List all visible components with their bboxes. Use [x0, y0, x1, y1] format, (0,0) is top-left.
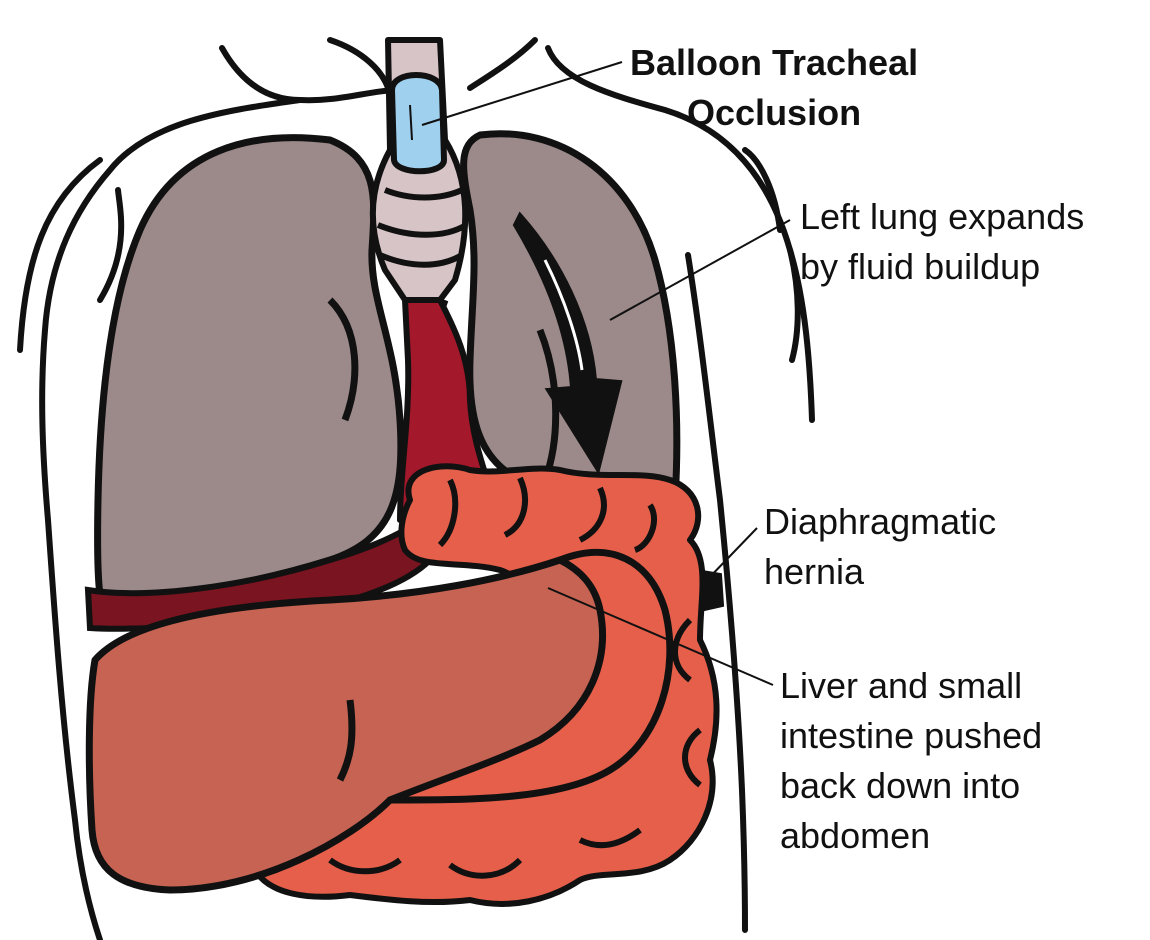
label-balloon-line1: Balloon Tracheal: [630, 42, 919, 83]
label-liver-line2: intestine pushed: [780, 715, 1043, 756]
trachea: [369, 37, 469, 303]
leader-lung: [609, 219, 791, 321]
label-liver-line1: Liver and small: [780, 665, 1023, 706]
leader-liver: [547, 587, 774, 686]
leader-hernia: [704, 527, 758, 583]
label-lung-line1: Left lung expands: [800, 196, 1085, 237]
label-liver-line4: abdomen: [780, 815, 931, 856]
label-liver-intestine: Liver and small intestine pushed back do…: [780, 661, 1042, 861]
leader-lines: [421, 61, 791, 686]
expansion-arrow-icon: [512, 211, 623, 476]
label-hernia-line1: Diaphragmatic: [764, 501, 997, 542]
label-hernia-line2: hernia: [764, 551, 865, 592]
torso-outline: [17, 37, 815, 940]
label-diaphragmatic-hernia: Diaphragmatic hernia: [764, 497, 996, 597]
heart: [397, 297, 493, 523]
label-liver-line3: back down into: [780, 765, 1021, 806]
label-balloon-line2: Occlusion: [687, 92, 862, 133]
leader-balloon: [421, 61, 623, 126]
liver: [85, 548, 674, 894]
label-left-lung: Left lung expands by fluid buildup: [800, 192, 1084, 292]
label-lung-line2: by fluid buildup: [800, 246, 1041, 287]
label-balloon-tracheal-occlusion: Balloon Tracheal Occlusion: [630, 38, 918, 138]
tracheal-balloon: [389, 72, 447, 175]
